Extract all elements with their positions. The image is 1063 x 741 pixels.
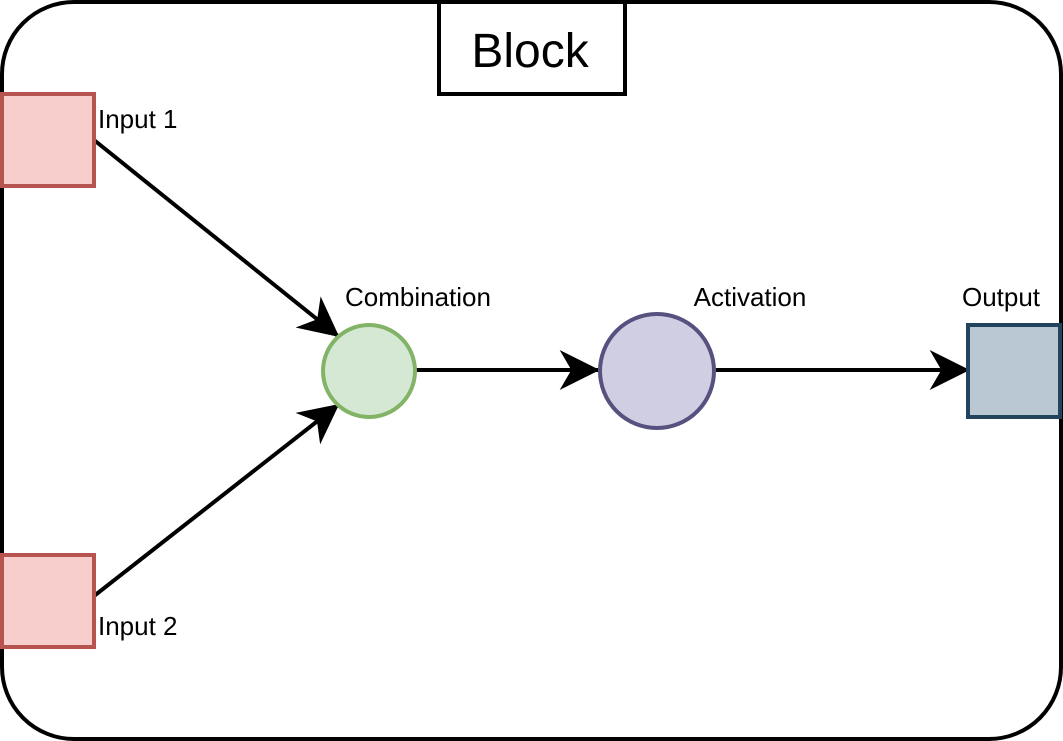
block-title-box	[437, 0, 627, 96]
combination-label: Combination	[345, 282, 491, 312]
edges	[92, 138, 970, 598]
input-2-label: Input 2	[98, 611, 178, 641]
edge-input1-combination	[92, 138, 340, 338]
activation-node	[598, 312, 716, 430]
input-2-node	[0, 553, 96, 649]
output-node	[966, 323, 1062, 419]
combination-node	[321, 323, 417, 419]
output-label: Output	[962, 282, 1041, 312]
activation-label: Activation	[694, 282, 807, 312]
edge-input2-combination	[92, 403, 340, 598]
input-1-label: Input 1	[98, 104, 178, 134]
block-title: Block	[471, 25, 589, 78]
input-1-node	[0, 92, 96, 188]
